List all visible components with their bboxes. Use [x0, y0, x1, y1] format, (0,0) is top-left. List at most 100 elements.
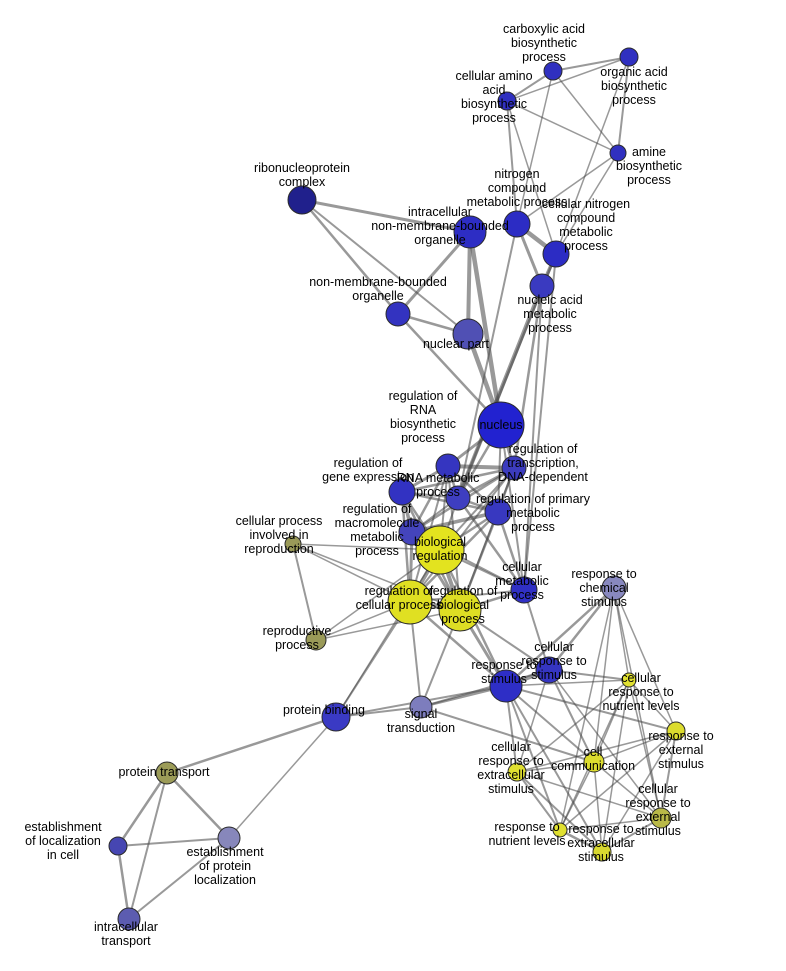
- graph-node-regulation-of-biological-process[interactable]: regulation of biological process: [438, 588, 482, 632]
- graph-edge: [516, 679, 630, 773]
- graph-node-biological-regulation[interactable]: biological regulation: [415, 525, 465, 575]
- graph-node-establishment-of-localization-in-cell[interactable]: establishment of localization in cell: [108, 836, 128, 856]
- graph-node-cellular-response-to-extracellular-stimulus[interactable]: cellular response to extracellular stimu…: [507, 762, 527, 782]
- graph-node-response-to-chemical-stimulus[interactable]: response to chemical stimulus: [601, 575, 627, 601]
- node-label-cellular-nitrogen-compound-metabolic-process: compound: [557, 211, 615, 225]
- graph-edge: [516, 771, 561, 831]
- graph-edge: [506, 56, 630, 102]
- node-label-regulation-of-rna-biosynthetic-process: process: [401, 431, 445, 445]
- node-label-cellular-response-to-nutrient-levels: nutrient levels: [602, 699, 679, 713]
- node-label-biological-regulation: biological: [414, 535, 466, 549]
- node-label-signal-transduction: signal: [405, 707, 438, 721]
- graph-node-response-to-nutrient-levels[interactable]: response to nutrient levels: [552, 822, 568, 838]
- graph-node-regulation-of-cellular-process[interactable]: regulation of cellular process: [387, 579, 433, 625]
- graph-edge: [456, 496, 526, 592]
- graph-node-nuclear-part[interactable]: nuclear part: [452, 318, 484, 350]
- graph-node-regulation-of-rna-biosynthetic-process[interactable]: regulation of RNA biosynthetic process: [435, 453, 461, 479]
- nodes-layer: ribonucleoprotein complex intracellular n…: [108, 47, 686, 931]
- node-label-amine-biosynthetic-process: amine: [632, 145, 666, 159]
- node-label-response-to-extracellular-stimulus: extracellular: [567, 836, 634, 850]
- graph-node-intracellular-transport[interactable]: intracellular transport: [117, 907, 141, 931]
- node-label-regulation-of-transcription-dna-dependent: DNA-dependent: [498, 470, 588, 484]
- graph-edge: [396, 230, 472, 316]
- graph-edge: [617, 56, 630, 154]
- graph-node-cellular-nitrogen-compound-metabolic-process[interactable]: cellular nitrogen compound metabolic pro…: [542, 240, 570, 268]
- node-label-nitrogen-compound-metabolic-process: metabolic process: [467, 195, 568, 209]
- graph-edge: [613, 587, 662, 819]
- graph-edge: [506, 100, 557, 255]
- graph-node-response-to-extracellular-stimulus[interactable]: response to extracellular stimulus: [592, 842, 612, 862]
- graph-node-cellular-process-involved-in-reproduction[interactable]: cellular process involved in reproductio…: [284, 535, 302, 553]
- node-label-intracellular-non-membrane-bounded-organelle: intracellular: [408, 205, 472, 219]
- node-label-cellular-response-to-stimulus: stimulus: [531, 668, 577, 682]
- graph-edge: [292, 543, 317, 641]
- graph-edge: [505, 685, 677, 732]
- node-label-cellular-response-to-external-stimulus: stimulus: [635, 824, 681, 838]
- node-label-cellular-metabolic-process: process: [500, 588, 544, 602]
- node-label-organic-acid-biosynthetic-process: process: [612, 93, 656, 107]
- node-label-organic-acid-biosynthetic-process: biosynthetic: [601, 79, 667, 93]
- graph-node-signal-transduction[interactable]: signal transduction: [409, 695, 433, 719]
- node-label-establishment-of-localization-in-cell: in cell: [47, 848, 79, 862]
- graph-edge: [396, 312, 503, 427]
- node-label-regulation-of-macromolecule-metabolic-process: regulation of: [343, 502, 412, 516]
- node-label-regulation-of-biological-process: process: [441, 612, 485, 626]
- graph-edge: [516, 771, 603, 853]
- node-label-cellular-process-involved-in-reproduction: reproduction: [244, 542, 314, 556]
- graph-node-organic-acid-biosynthetic-process[interactable]: organic acid biosynthetic process: [619, 47, 639, 67]
- graph-node-amine-biosynthetic-process[interactable]: amine biosynthetic process: [609, 144, 627, 162]
- graph-node-intracellular-non-membrane-bounded-organelle[interactable]: intracellular non-membrane-bounded organ…: [453, 215, 487, 249]
- node-label-nucleus: nucleus: [479, 418, 522, 432]
- graph-node-cellular-response-to-nutrient-levels[interactable]: cellular response to nutrient levels: [621, 672, 637, 688]
- graph-edge: [516, 761, 595, 773]
- graph-node-reproductive-process[interactable]: reproductive process: [305, 629, 327, 651]
- graph-edge: [165, 715, 338, 775]
- graph-node-cellular-response-to-stimulus[interactable]: cellular response to stimulus: [535, 656, 563, 684]
- graph-node-establishment-of-protein-localization[interactable]: establishment of protein localization: [217, 826, 241, 850]
- node-label-non-membrane-bounded-organelle: non-membrane-bounded: [309, 275, 447, 289]
- graph-node-cell-communication[interactable]: cell communication: [583, 751, 605, 773]
- graph-node-regulation-of-gene-expression[interactable]: regulation of gene expression: [388, 478, 416, 506]
- graph-node-cellular-amino-acid-biosynthetic-process[interactable]: cellular amino acid biosynthetic process: [497, 91, 517, 111]
- graph-edge: [628, 679, 677, 732]
- graph-node-ribonucleoprotein-complex[interactable]: ribonucleoprotein complex: [287, 185, 317, 215]
- graph-node-response-to-stimulus[interactable]: response to stimulus: [489, 669, 523, 703]
- graph-node-nucleic-acid-metabolic-process[interactable]: nucleic acid metabolic process: [529, 273, 555, 299]
- node-label-response-to-stimulus: response to: [471, 658, 536, 672]
- graph-edge: [467, 229, 504, 428]
- graph-edge: [500, 424, 525, 591]
- graph-edge: [559, 587, 615, 831]
- node-label-cellular-nitrogen-compound-metabolic-process: metabolic: [559, 225, 613, 239]
- graph-node-nitrogen-compound-metabolic-process[interactable]: nitrogen compound metabolic process: [503, 210, 531, 238]
- graph-node-non-membrane-bounded-organelle[interactable]: non-membrane-bounded organelle: [385, 301, 411, 327]
- node-label-regulation-of-gene-expression: gene expression: [322, 470, 414, 484]
- graph-edge: [601, 730, 677, 853]
- node-label-intracellular-transport: intracellular: [94, 920, 158, 934]
- node-label-cellular-amino-acid-biosynthetic-process: cellular amino: [455, 69, 532, 83]
- graph-node-response-to-external-stimulus[interactable]: response to external stimulus: [666, 721, 686, 741]
- graph-node-rna-metabolic-process[interactable]: RNA metabolic process: [445, 485, 471, 511]
- node-label-response-to-nutrient-levels: nutrient levels: [488, 834, 565, 848]
- graph-node-regulation-of-transcription-dna-dependent[interactable]: regulation of transcription, DNA-depende…: [501, 455, 527, 481]
- graph-node-carboxylic-acid-biosynthetic-process[interactable]: carboxylic acid biosynthetic process: [543, 61, 563, 81]
- graph-node-cellular-response-to-external-stimulus[interactable]: cellular response to external stimulus: [650, 807, 672, 829]
- node-label-cellular-response-to-stimulus: cellular: [534, 640, 574, 654]
- graph-node-protein-binding[interactable]: protein binding: [321, 702, 351, 732]
- graph-node-protein-transport[interactable]: protein transport: [155, 761, 179, 785]
- node-label-ribonucleoprotein-complex: complex: [279, 175, 326, 189]
- node-label-regulation-of-primary-metabolic-process: metabolic: [506, 506, 560, 520]
- graph-node-cellular-metabolic-process[interactable]: cellular metabolic process: [510, 576, 538, 604]
- graph-edge: [547, 586, 616, 672]
- graph-edge: [128, 772, 168, 920]
- node-label-carboxylic-acid-biosynthetic-process: process: [522, 50, 566, 64]
- graph-node-regulation-of-primary-metabolic-process[interactable]: regulation of primary metabolic process: [484, 498, 512, 526]
- graph-edge: [552, 56, 630, 72]
- graph-node-nucleus[interactable]: nucleus: [477, 401, 525, 449]
- graph-edge: [559, 817, 662, 831]
- node-label-reproductive-process: process: [275, 638, 319, 652]
- node-label-nuclear-part: nuclear part: [423, 337, 490, 351]
- graph-edge: [315, 549, 441, 641]
- node-label-rna-metabolic-process: process: [416, 485, 460, 499]
- node-label-response-to-stimulus: stimulus: [481, 672, 527, 686]
